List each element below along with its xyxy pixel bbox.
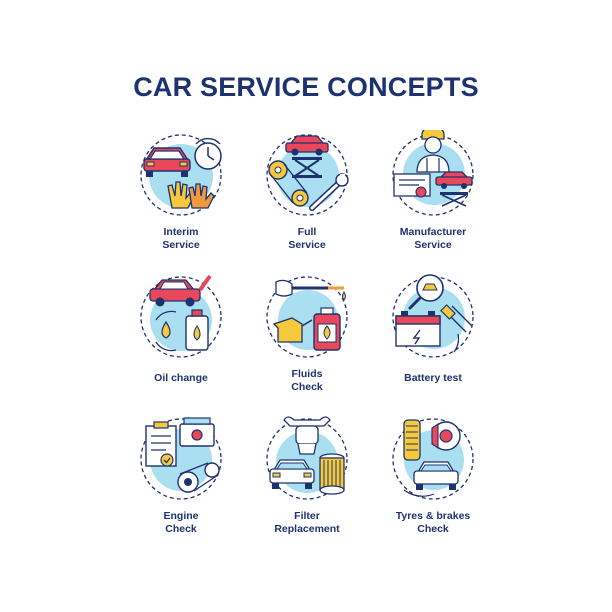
concept-label: Interim Service [162, 226, 200, 251]
concept-label: Tyres & brakes Check [395, 510, 471, 535]
battery-test-icon [392, 274, 474, 358]
page-title: CAR SERVICE CONCEPTS [133, 72, 479, 102]
mechanic-certificate-icon [392, 130, 474, 216]
engine-check-icon [140, 417, 222, 500]
filter-replacement-icon [266, 416, 348, 500]
car-lift-wrench-icon [266, 134, 349, 216]
concept-label: Filter Replacement [274, 510, 340, 535]
concept-label: Manufacturer Service [399, 226, 467, 251]
concept-label: Full Service [288, 226, 326, 251]
concept-label: Battery test [404, 372, 462, 384]
tyres-brakes-icon [392, 418, 474, 500]
concept-label: Oil change [154, 372, 208, 384]
car-stopwatch-gloves-icon [140, 134, 222, 216]
oil-change-icon [140, 274, 222, 358]
concept-label: Fluids Check [291, 368, 323, 393]
fluids-check-icon [266, 276, 348, 358]
concept-label: Engine Check [163, 510, 199, 535]
